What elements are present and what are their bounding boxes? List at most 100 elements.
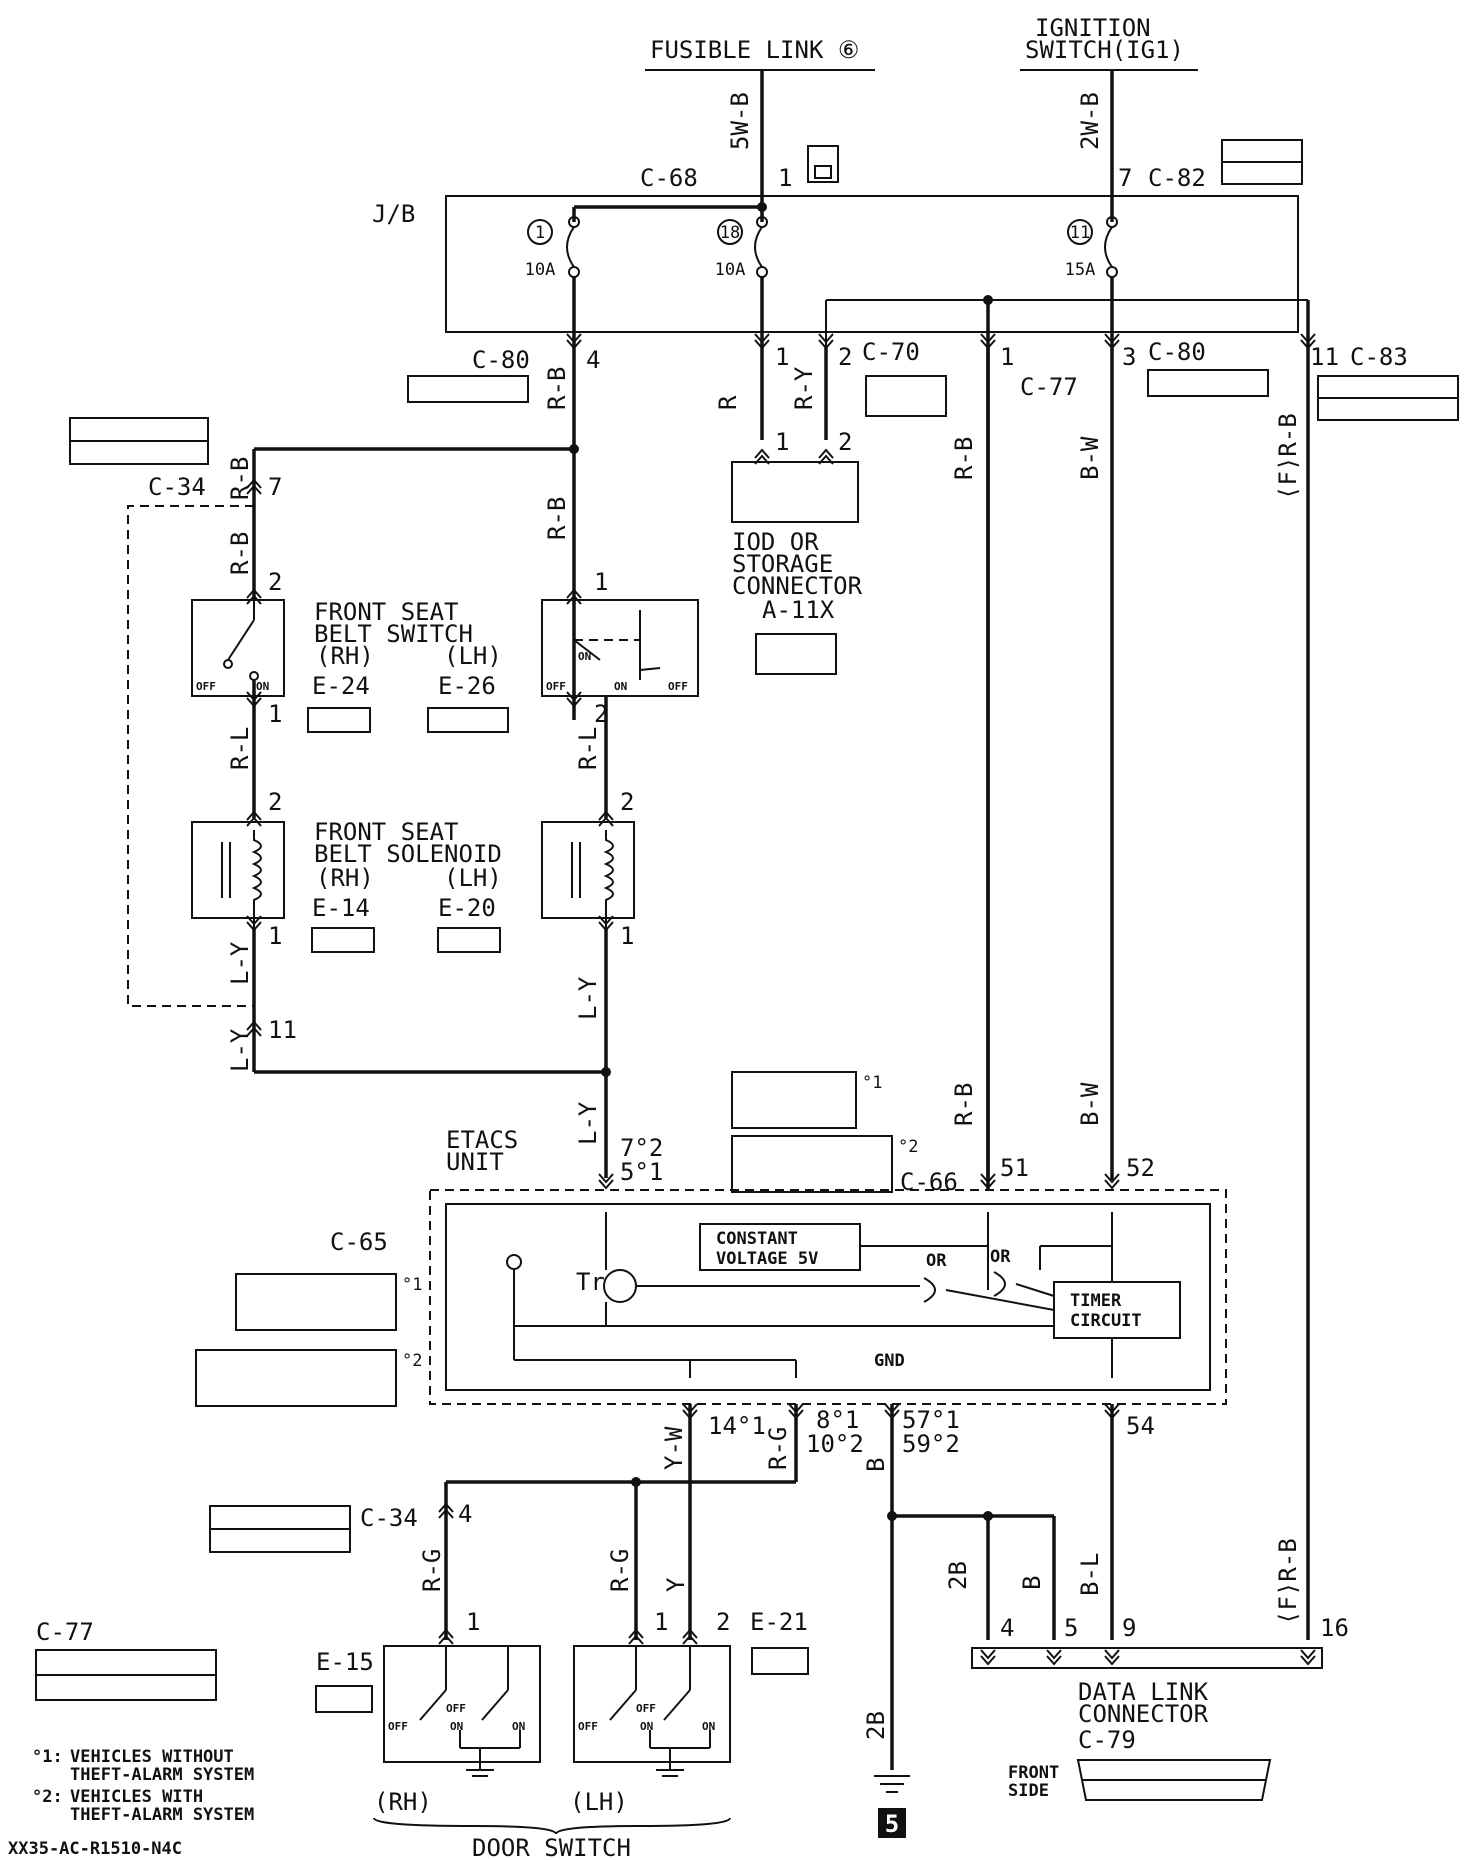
- e26-label: E-26: [438, 672, 496, 700]
- const-label: CONSTANT: [716, 1229, 798, 1249]
- wire-label: B-W: [1076, 1082, 1104, 1126]
- pin-label: 59°2: [902, 1430, 960, 1458]
- wire-label: L-Y: [226, 941, 254, 985]
- pin-label: 7: [1118, 164, 1132, 192]
- wire-label: R: [714, 395, 742, 410]
- c80-right-label: C-80: [1148, 338, 1206, 366]
- switch-off-label: OFF: [668, 680, 688, 693]
- diagram-code: XX35-AC-R1510-N4C: [8, 1839, 182, 1859]
- pin-label: 3: [1122, 343, 1136, 371]
- wire-label: R-G: [418, 1549, 446, 1592]
- pin-label: 1: [594, 568, 608, 596]
- pin-label: 11: [1310, 343, 1339, 371]
- or-gate-label: OR: [990, 1247, 1011, 1267]
- wire-label: L-Y: [226, 1028, 254, 1072]
- fuse-1: 1 10A: [525, 216, 580, 280]
- e21-connector-icon: [751, 1647, 809, 1675]
- pin-label: 2: [838, 343, 852, 371]
- iod-storage-connector: R R-Y 1 2 IOD OR STORAGE CONNECTOR A-11X: [714, 345, 863, 675]
- timer-label: TIMER: [1070, 1291, 1122, 1311]
- iod-label-1: IOD OR: [732, 528, 819, 556]
- fuse-18: 18 10A: [715, 216, 768, 280]
- belt-switch-lh: [541, 599, 699, 697]
- wire-label: R-B: [543, 497, 571, 540]
- variant-mark: °2: [898, 1137, 918, 1157]
- door-switch-circuit: C-34 4 R-G R-G Y 1 1 2 E-21 E-15 OFF OFF…: [209, 1500, 809, 1860]
- rh-label: (RH): [316, 864, 374, 892]
- switch-off-label: OFF: [388, 1720, 408, 1733]
- pin-label: 4: [458, 1500, 472, 1528]
- or-gate-label: OR: [926, 1251, 947, 1271]
- lh-label: (LH): [444, 864, 502, 892]
- wire-label: 2W-B: [1076, 92, 1104, 150]
- switch-off-label: OFF: [196, 680, 216, 693]
- seat-belt-solenoids: 2 2 FRONT SEAT BELT SOLENOID (RH) (LH) E…: [191, 788, 635, 1178]
- wire-label: R-B: [226, 532, 254, 575]
- pin-label: 1: [620, 922, 634, 950]
- pin-label: 1: [775, 428, 789, 456]
- pin-label: 2: [268, 788, 282, 816]
- pin-label: 2: [838, 428, 852, 456]
- switch-off-label: OFF: [636, 1702, 656, 1715]
- c80-connector-icon: [407, 375, 529, 403]
- fusible-link-label: FUSIBLE LINK ⑥: [650, 36, 859, 64]
- c66-label: C-66: [900, 1168, 958, 1196]
- c68-connector-icon: [807, 145, 839, 183]
- e26-connector-icon: [427, 707, 509, 733]
- wire-label: B: [1018, 1576, 1046, 1590]
- ground-ref-box: [878, 1808, 906, 1838]
- fuse-rating: 10A: [715, 260, 746, 280]
- pin-label: 2: [268, 568, 282, 596]
- pin-label: 4: [1000, 1614, 1014, 1642]
- wire-label: R-B: [950, 437, 978, 480]
- ground-branch: 2B 5: [862, 1711, 910, 1838]
- switch-off-label: OFF: [578, 1720, 598, 1733]
- fuse-number: 18: [720, 223, 740, 243]
- c66-connector-icon-1: [731, 1071, 857, 1129]
- wire-label: 5W-B: [726, 92, 754, 150]
- wire-label: L-Y: [574, 976, 602, 1020]
- rh-label: (RH): [316, 642, 374, 670]
- note-2-line-2: THEFT-ALARM SYSTEM: [70, 1805, 254, 1825]
- c34-bottom-label: C-34: [360, 1504, 418, 1532]
- pin-label: 1: [654, 1608, 668, 1636]
- upper-connector-labels: C-80 4 1 2 C-70 1 C-77 3 C-80 11 C-83: [69, 338, 1459, 465]
- c34-label: C-34: [148, 473, 206, 501]
- ignition-sub-label: SWITCH(IG1): [1025, 36, 1184, 64]
- etacs-outputs: 14°1 8°1 10°2 57°1 59°2 54 Y-W R-G B: [444, 1403, 1155, 1770]
- note-2-mark: °2:: [32, 1787, 63, 1807]
- variant-mark: °1: [402, 1275, 422, 1295]
- wire-label: R-B: [950, 1083, 978, 1126]
- note-2-line-1: VEHICLES WITH: [70, 1787, 203, 1807]
- note-1-line-1: VEHICLES WITHOUT: [70, 1747, 234, 1767]
- pin-label: 5: [1064, 1614, 1078, 1642]
- lh-label: (LH): [444, 642, 502, 670]
- ground-ref-number: 5: [885, 1810, 899, 1838]
- e24-label: E-24: [312, 672, 370, 700]
- c77-bottom-connector: C-77: [35, 1618, 217, 1701]
- e14-label: E-14: [312, 894, 370, 922]
- pin-label: 9: [1122, 1614, 1136, 1642]
- variant-mark: °2: [402, 1351, 422, 1371]
- fuse-number: 11: [1070, 223, 1090, 243]
- pin-label: 8°1: [816, 1406, 859, 1434]
- front-side-label-2: SIDE: [1008, 1781, 1049, 1801]
- belt-switch-title-2: BELT SWITCH: [314, 620, 473, 648]
- wire-label: R-B: [226, 457, 254, 500]
- wire-label: ⟨F⟩R-B: [1274, 413, 1302, 500]
- note-1-mark: °1:: [32, 1747, 63, 1767]
- switch-on-label: ON: [578, 650, 591, 663]
- c82-label: C-82: [1148, 164, 1206, 192]
- wire-label: R-L: [226, 727, 254, 770]
- door-switch-rh: [383, 1645, 541, 1763]
- door-switch-lh: [573, 1645, 731, 1763]
- footnotes: °1: VEHICLES WITHOUT THEFT-ALARM SYSTEM …: [8, 1747, 254, 1859]
- wire-label: Y-W: [660, 1426, 688, 1470]
- a11x-connector-icon: [755, 633, 837, 675]
- solenoid-rh: [191, 821, 285, 919]
- gnd-label: GND: [874, 1351, 905, 1371]
- solenoid-title-2: BELT SOLENOID: [314, 840, 502, 868]
- c66-connector-icon-2: [731, 1135, 893, 1193]
- e15-label: E-15: [316, 1648, 374, 1676]
